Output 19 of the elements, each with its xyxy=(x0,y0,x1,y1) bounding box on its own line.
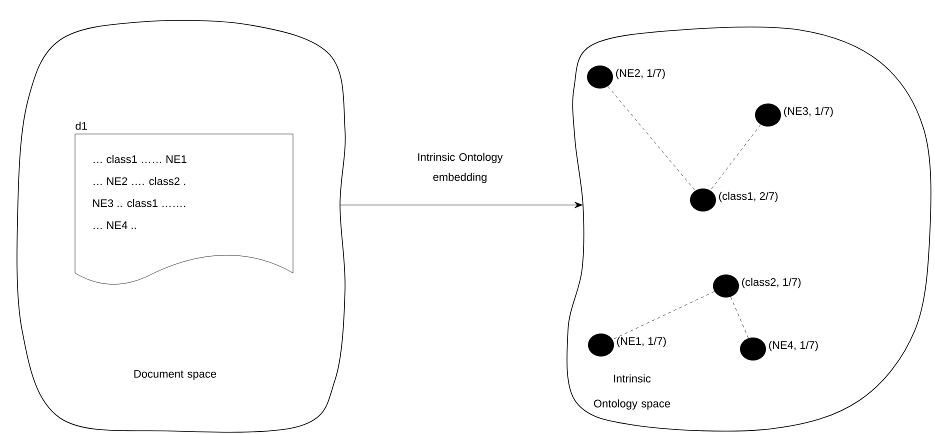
point-label: (class2, 1/7) xyxy=(742,278,801,288)
point-label: (NE1, 1/7) xyxy=(617,336,666,348)
dashed-line xyxy=(612,291,715,340)
point-label: (NE3, 1/7) xyxy=(784,106,833,118)
dot xyxy=(740,338,766,360)
point-label: (NE4, 1/7) xyxy=(769,340,818,352)
dot xyxy=(588,334,614,356)
edge-label: Intrinsic Ontology embedding xyxy=(418,152,503,184)
point-label: (class1, 2/7) xyxy=(719,192,778,202)
dashed-line xyxy=(710,124,761,191)
dashed-line xyxy=(730,296,748,338)
node-label: d1 xyxy=(76,122,87,130)
dot xyxy=(755,104,781,126)
dot xyxy=(713,274,739,298)
dot xyxy=(690,188,716,212)
arrow xyxy=(340,202,583,208)
dot xyxy=(587,66,613,88)
point-label: (NE2, 1/7) xyxy=(616,68,665,80)
dashed-line xyxy=(608,86,696,191)
